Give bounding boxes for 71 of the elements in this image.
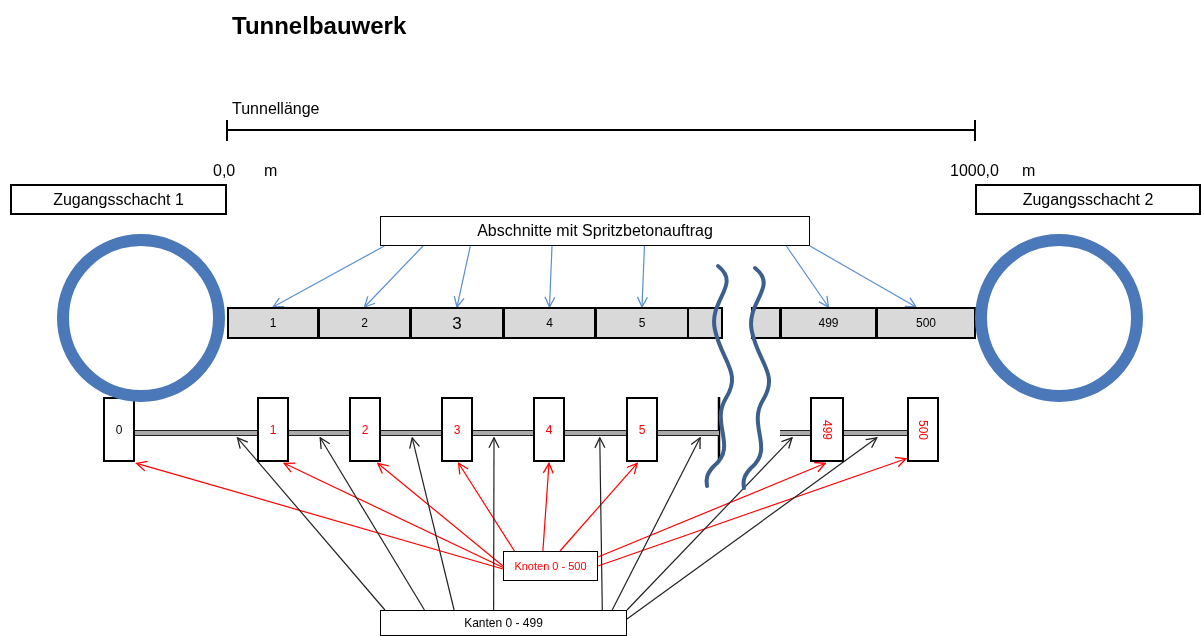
arrow: [457, 462, 515, 552]
tunnel-section: [227, 307, 319, 339]
box-label: 1: [269, 317, 277, 329]
dimension-value: m: [264, 163, 278, 179]
arrow: [626, 437, 878, 620]
box-label: 4: [546, 317, 553, 329]
dimension-label: Tunnellänge: [232, 101, 320, 117]
box-label: 2: [361, 423, 369, 436]
box-label: 500: [917, 419, 929, 440]
arrow: [236, 437, 386, 611]
arrow: [488, 437, 500, 611]
box-label: 3: [452, 314, 462, 332]
label-box: [975, 184, 1201, 215]
arrow: [559, 462, 638, 552]
tunnel-section: [780, 307, 877, 339]
tunnel-section: [876, 307, 976, 339]
arrow: [636, 245, 649, 308]
box-label: Zugangsschacht 1: [53, 191, 184, 208]
shaft-ring: [975, 234, 1143, 402]
tunnel-section: [595, 307, 689, 339]
box-label: 1: [269, 423, 277, 436]
dimension-value: 0,0: [213, 163, 236, 179]
box-label: 0: [115, 423, 123, 436]
tunnel-section: [503, 307, 596, 339]
arrow: [272, 245, 385, 308]
arrow: [319, 437, 426, 611]
node-box: [626, 397, 658, 462]
box-label: 4: [545, 423, 553, 436]
box-label: 2: [361, 317, 368, 329]
node-box: [257, 397, 289, 462]
box-label: 3: [453, 423, 461, 436]
arrow: [377, 462, 504, 567]
callout-box: [380, 216, 810, 246]
label-box: [10, 184, 227, 215]
arrow: [785, 245, 830, 308]
arrow: [542, 462, 554, 552]
arrow: [409, 437, 455, 611]
tunnel-section: [410, 307, 504, 339]
arrow: [611, 437, 701, 611]
box-label: 499: [821, 419, 833, 440]
arrow: [594, 437, 606, 611]
arrow: [809, 245, 917, 308]
node-box: [349, 397, 381, 462]
arrow: [544, 245, 556, 308]
node-box: [533, 397, 565, 462]
node-box: [103, 397, 135, 462]
dimension-value: 1000,0: [950, 163, 999, 179]
arrow: [597, 456, 907, 567]
arrow: [453, 245, 471, 308]
title: Tunnelbauwerk: [232, 14, 407, 38]
node-box: [907, 397, 939, 462]
arrow: [363, 245, 424, 308]
arrow: [626, 437, 793, 611]
arrow: [597, 461, 826, 558]
arrow: [135, 460, 504, 570]
callout-box: [380, 610, 627, 636]
box-label: Knoten 0 - 500: [514, 560, 587, 572]
box-label: 500: [916, 317, 936, 329]
box-label: 5: [638, 317, 646, 329]
arrow: [283, 462, 504, 569]
box-label: Abschnitte mit Spritzbetonauftrag: [477, 223, 713, 239]
callout-box: [503, 551, 598, 581]
node-box: [441, 397, 473, 462]
tunnel-section: [318, 307, 411, 339]
box-label: 5: [638, 423, 646, 436]
dimension-value: m: [1022, 163, 1036, 179]
box-label: Kanten 0 - 499: [464, 617, 543, 629]
node-box: [810, 397, 844, 462]
box-label: Zugangsschacht 2: [1022, 191, 1154, 208]
box-label: 499: [818, 317, 839, 329]
shaft-ring: [57, 234, 225, 402]
